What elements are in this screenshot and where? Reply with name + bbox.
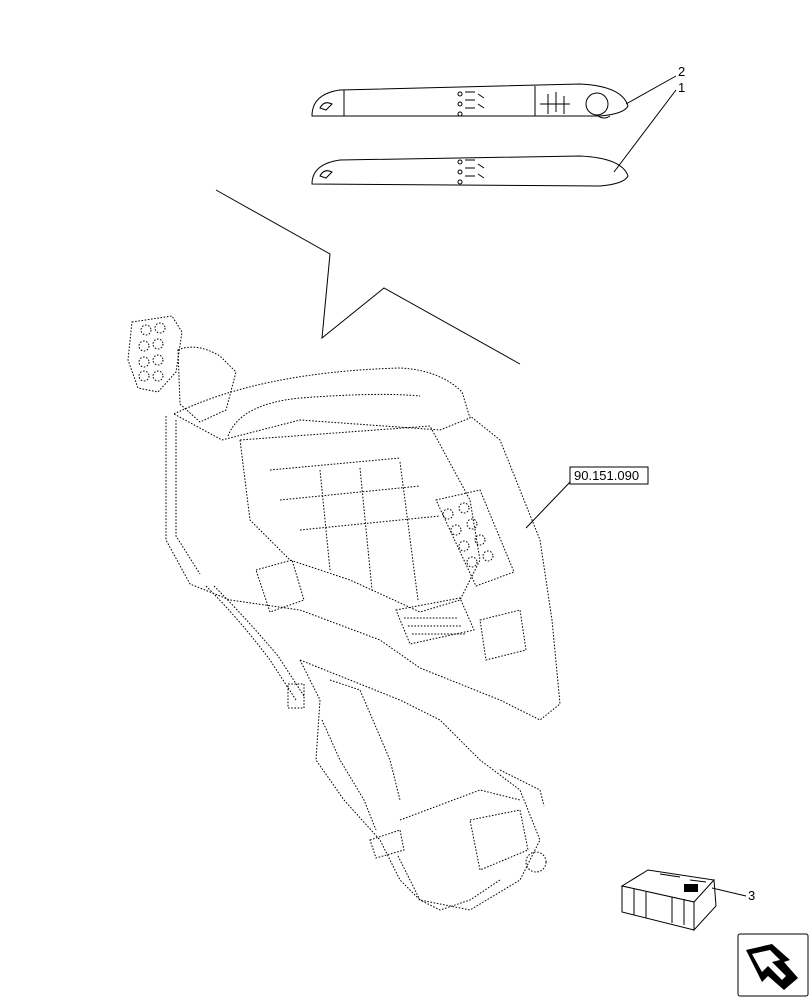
console-assembly (127, 315, 561, 911)
next-page-arrow-icon[interactable] (737, 933, 809, 997)
leader-line-3 (711, 887, 747, 897)
reference-leader (525, 479, 573, 529)
lever-symbols-icon (457, 91, 485, 117)
callout-2: 2 (678, 64, 685, 79)
pointer-zigzag (215, 189, 521, 365)
reference-box (569, 466, 649, 485)
decal-item-1 (311, 155, 629, 187)
lever-symbols-icon-2 (457, 159, 485, 185)
decal-item-2 (311, 83, 629, 119)
shift-pattern-icon (540, 92, 611, 119)
leader-line-2 (625, 75, 677, 105)
leader-line-1 (613, 89, 677, 173)
kit-box-item-3 (620, 869, 717, 932)
callout-3: 3 (748, 888, 755, 903)
reference-label: 90.151.090 (574, 468, 639, 483)
callout-1: 1 (678, 80, 685, 95)
